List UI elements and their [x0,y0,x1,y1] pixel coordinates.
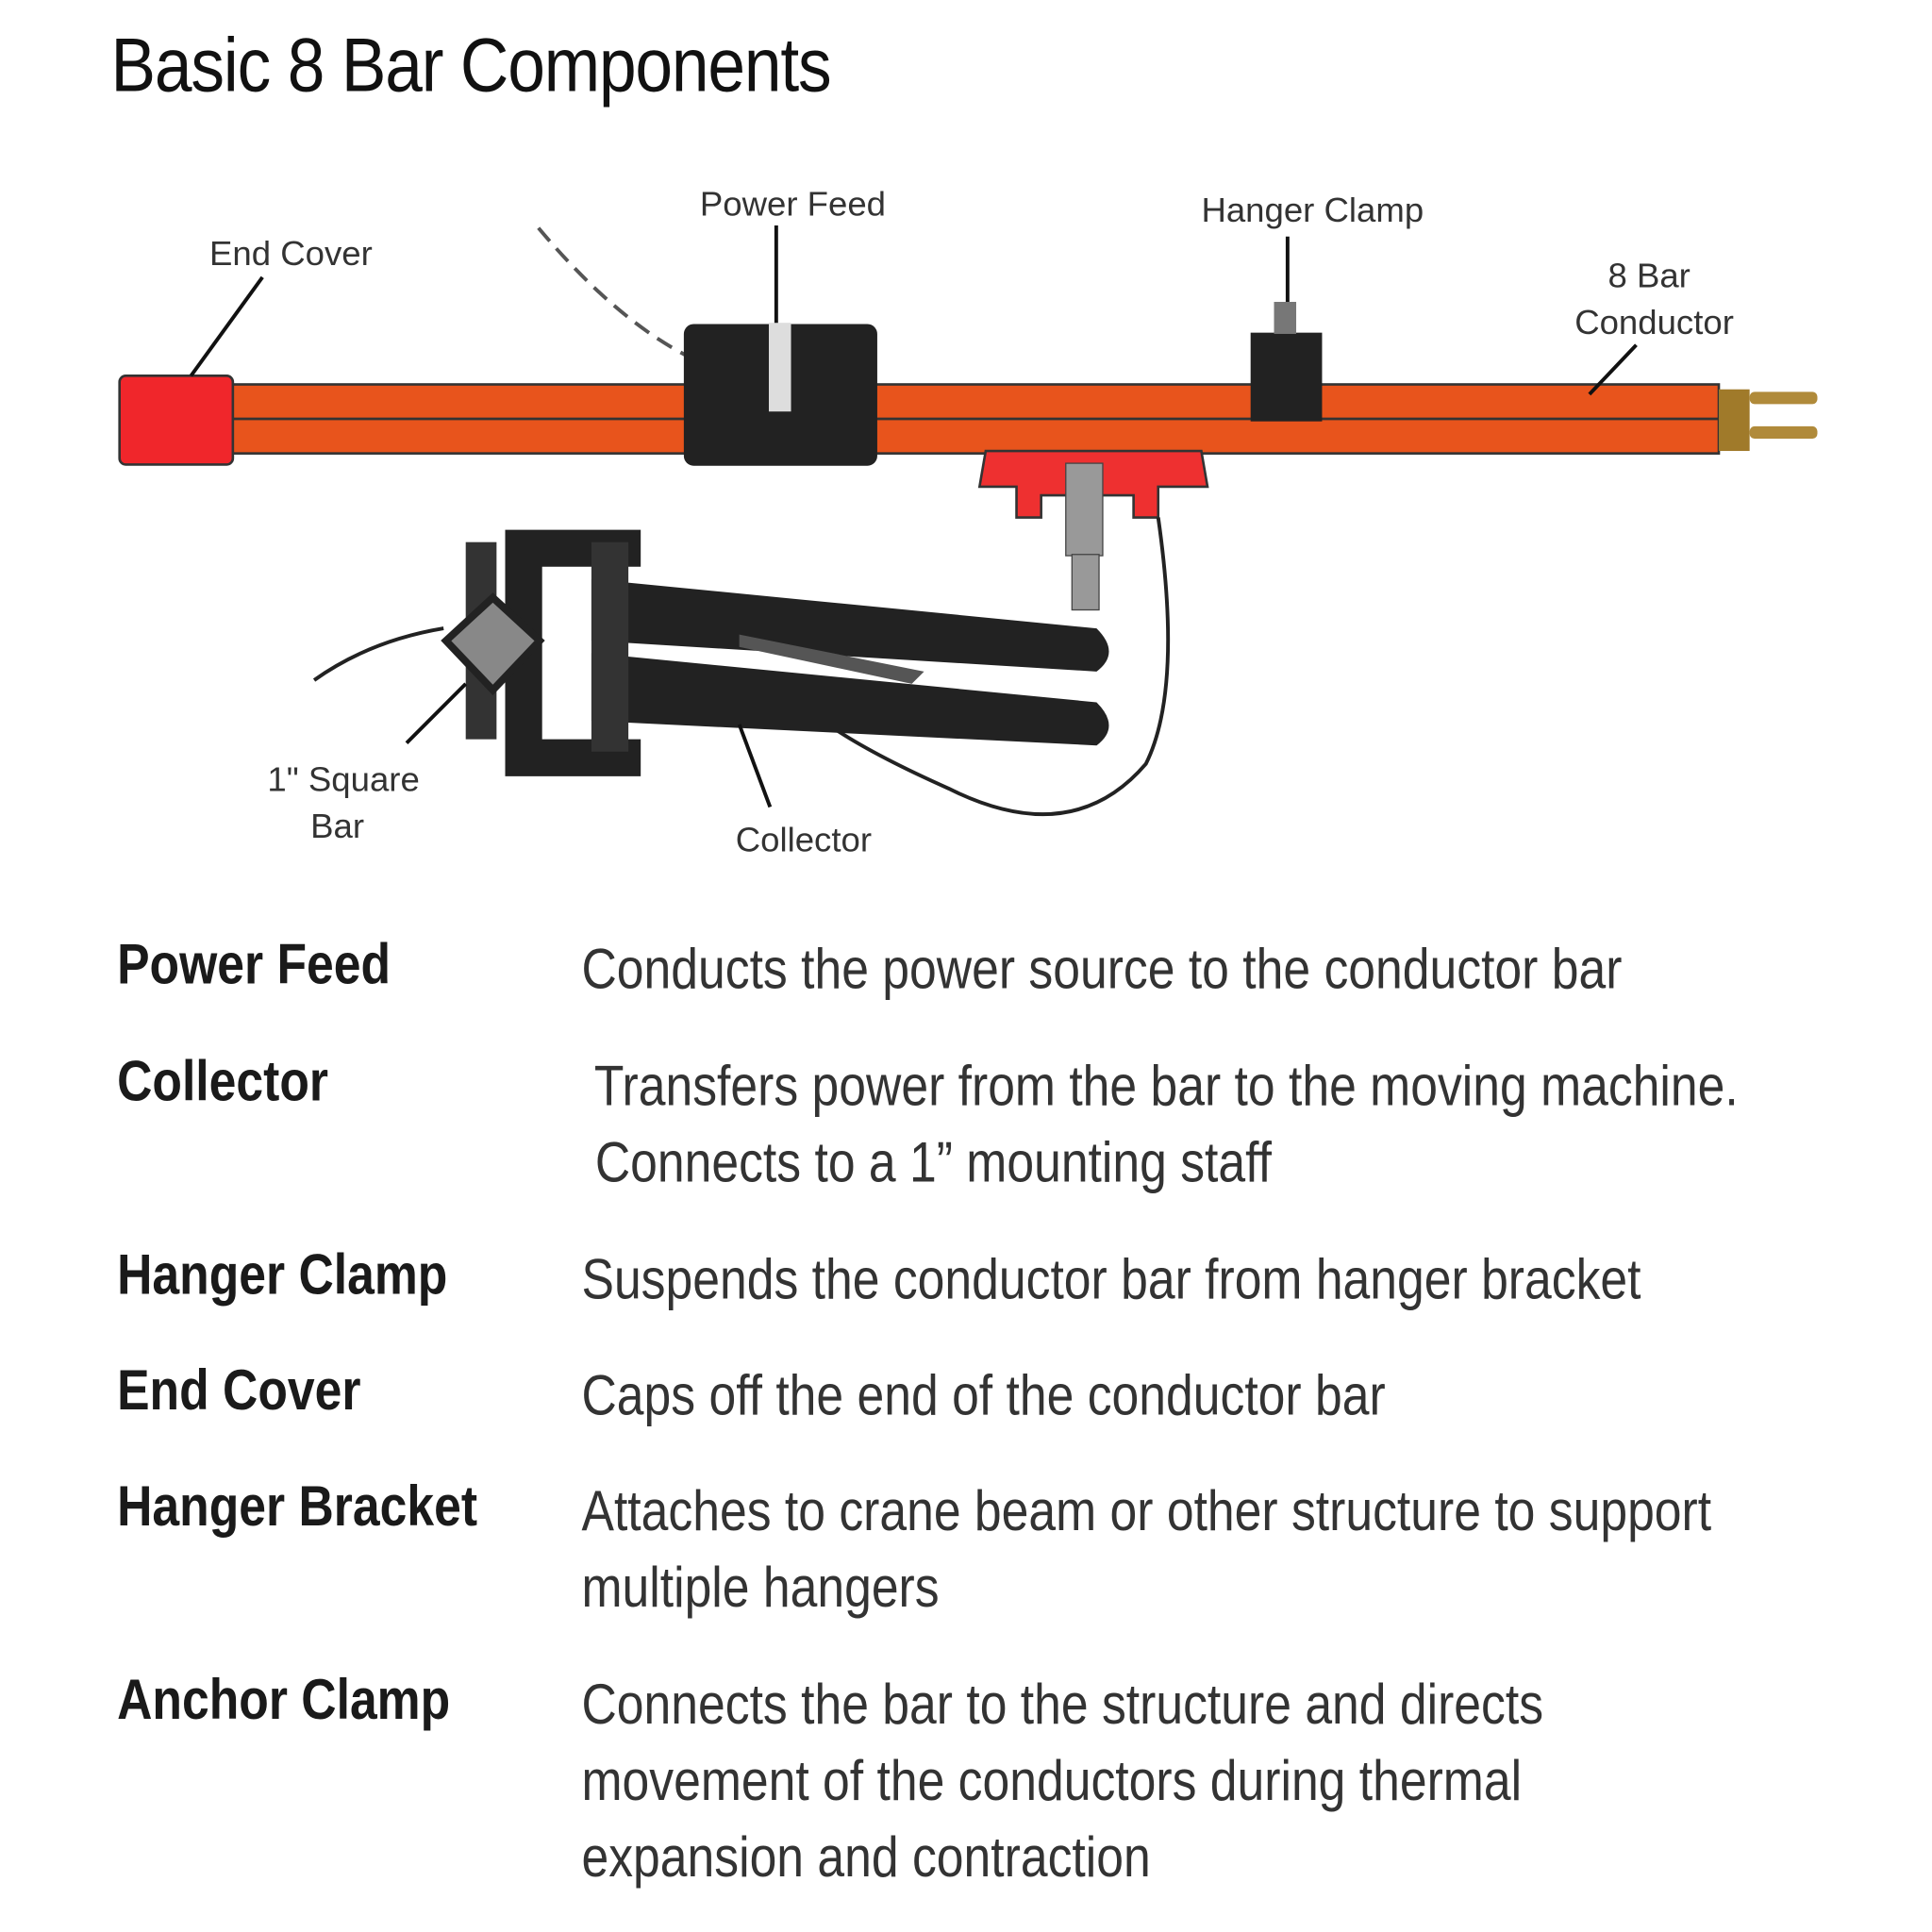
desc-line: Transfers power from the bar to the movi… [581,1053,1739,1118]
component-desc: Conducts the power source to the conduct… [581,930,1622,1007]
mounting-bracket [312,529,641,776]
feed-cable [537,226,691,359]
power-feed-shape [683,323,877,466]
desc-line: Connects the bar to the structure and di… [581,1672,1544,1737]
desc-line: expansion and contraction [581,1824,1151,1890]
desc-line: Attaches to crane beam or other structur… [581,1478,1712,1543]
component-term: Power Feed [117,931,391,996]
label-power-feed: Power Feed [700,185,886,224]
label-end-cover: End Cover [209,234,373,273]
component-desc: Suspends the conductor bar from hanger b… [581,1241,1641,1317]
leader-lines [189,225,1638,808]
label-conductor-1: 8 Bar [1607,256,1690,294]
component-diagram: End Cover Power Feed Hanger Clamp 8 Bar … [118,185,1818,859]
desc-line: movement of the conductors during therma… [581,1748,1523,1813]
desc-line: Connects to a 1” mounting staff [581,1129,1272,1194]
component-desc: Connects the bar to the structure and di… [581,1666,1543,1895]
component-term: End Cover [117,1357,361,1423]
label-conductor-2: Conductor [1574,303,1734,341]
component-desc: Attaches to crane beam or other structur… [581,1473,1711,1625]
component-desc: Transfers power from the bar to the movi… [581,1047,1739,1200]
label-hanger-clamp: Hanger Clamp [1201,191,1424,229]
end-cover-shape [118,375,235,466]
desc-line: Suspends the conductor bar from hanger b… [581,1246,1641,1311]
component-term: Collector [117,1048,329,1113]
desc-line: multiple hangers [581,1555,940,1620]
collector-arms [591,578,1109,746]
component-term: Anchor Clamp [117,1667,451,1732]
label-square-bar-1: 1" Square [267,760,419,799]
page-title: Basic 8 Bar Components [110,23,832,108]
label-square-bar-2: Bar [310,807,364,845]
collector-shoe [799,449,1209,817]
conductor-bar [220,383,1818,455]
desc-line: Conducts the power source to the conduct… [581,936,1623,1001]
hanger-clamp-shape [1250,301,1323,422]
desc-line: Caps off the end of the conductor bar [581,1362,1386,1427]
component-desc: Caps off the end of the conductor bar [581,1357,1385,1433]
label-collector: Collector [736,821,872,859]
component-term: Hanger Bracket [117,1474,478,1539]
component-term: Hanger Clamp [117,1241,448,1307]
